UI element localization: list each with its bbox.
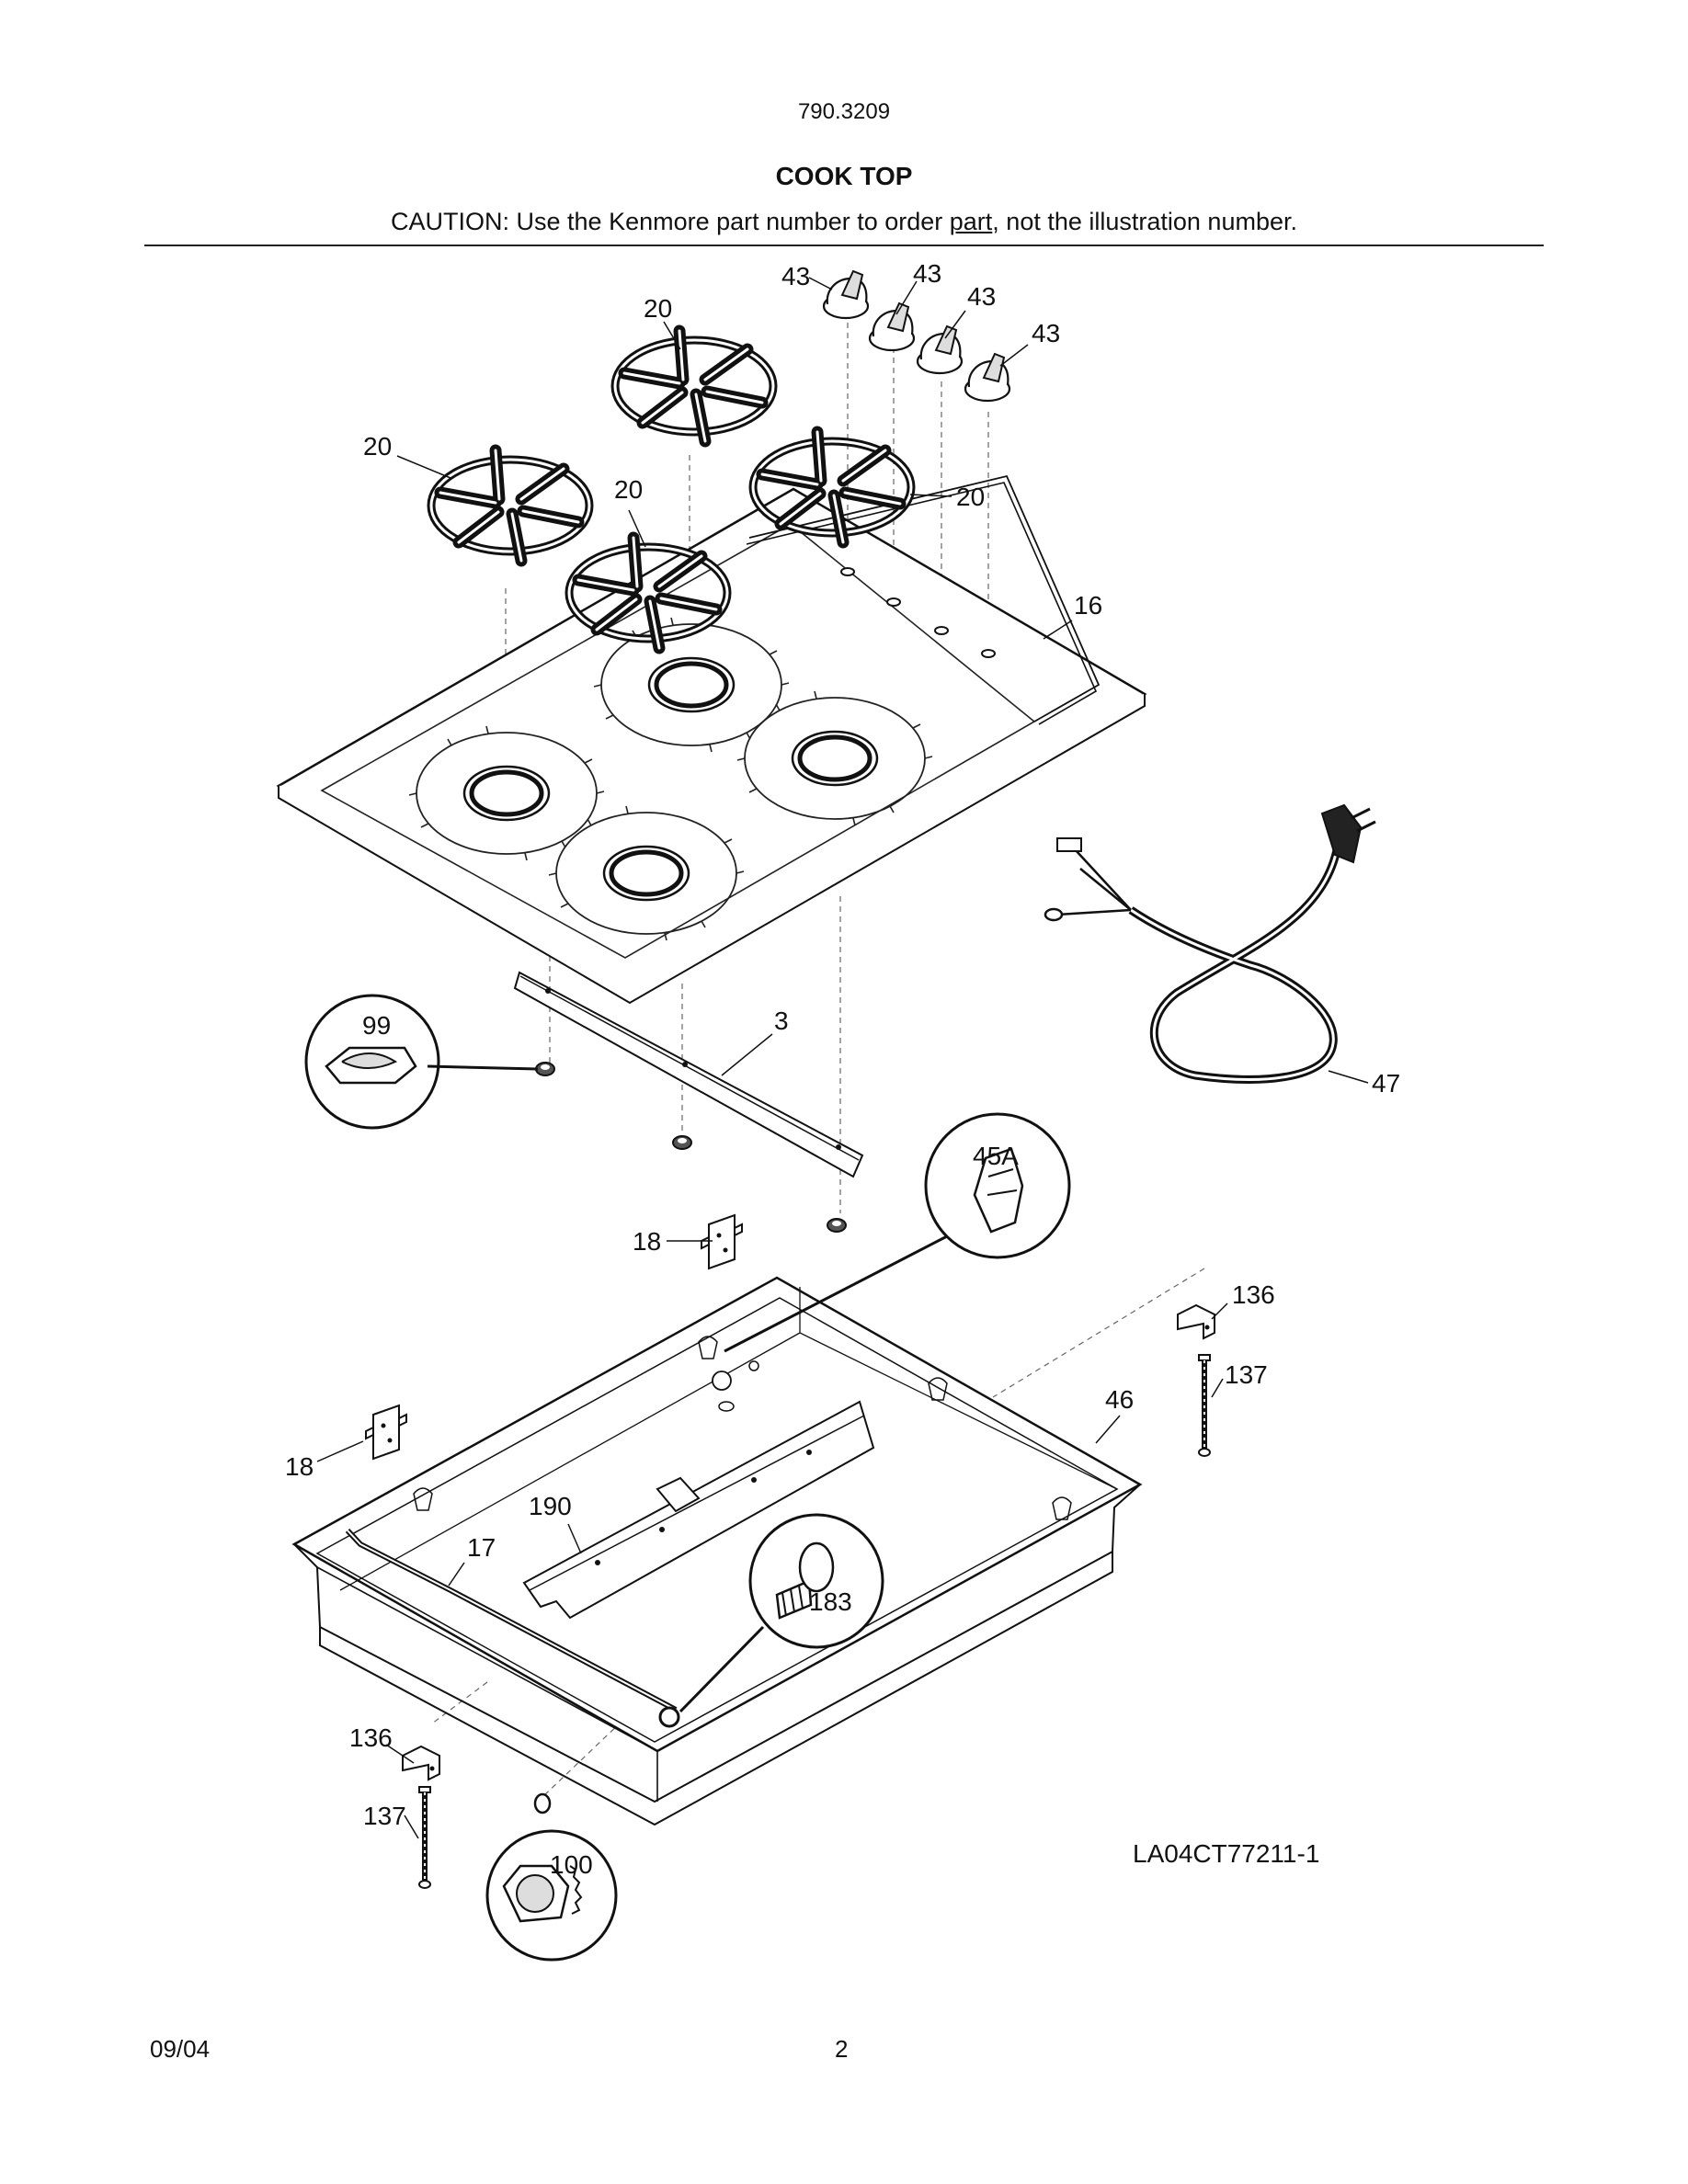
callout-control-panel: 16	[1074, 591, 1102, 620]
grommet-2	[672, 1135, 692, 1150]
bracket-right	[1177, 1304, 1215, 1339]
page-title: COOK TOP	[775, 162, 913, 190]
callout-manifold: 190	[529, 1492, 572, 1520]
drawing-id: LA04CT77211-1	[1133, 1839, 1319, 1868]
grommet-1	[535, 1062, 555, 1076]
callout-clip-99: 99	[362, 1011, 391, 1040]
detail-circle-100	[485, 1829, 618, 1962]
callout-nut-100: 100	[550, 1850, 593, 1879]
knob-4	[964, 352, 1011, 403]
callout-grate-center: 20	[614, 475, 643, 504]
callout-grate-left: 20	[363, 432, 392, 461]
nut-small	[533, 1792, 552, 1814]
callout-wire-17: 17	[467, 1533, 496, 1562]
detail-circle-45a	[724, 1112, 1071, 1353]
callout-knob-b: 43	[913, 259, 941, 288]
knob-2	[868, 301, 916, 352]
screw-right	[1199, 1355, 1210, 1456]
power-cord	[1044, 803, 1376, 1084]
callout-knob-d: 43	[1032, 319, 1060, 347]
bracket-left	[402, 1746, 440, 1780]
detail-circle-183	[679, 1513, 884, 1713]
caution-text-start: CAUTION: Use the Kenmore part number to …	[391, 208, 950, 235]
wire-loop	[658, 1706, 680, 1728]
header-rule	[144, 245, 1544, 246]
grommet-3	[827, 1218, 847, 1233]
callout-knob-a: 43	[781, 262, 810, 290]
grate-back-left	[615, 331, 773, 441]
grate-front-left	[431, 450, 589, 561]
callout-bracket-left: 136	[349, 1723, 393, 1752]
callout-bracket-right: 136	[1232, 1280, 1275, 1309]
callout-valve-183: 183	[809, 1587, 852, 1616]
gas-manifold	[522, 1400, 875, 1620]
callout-hinge-right: 18	[633, 1227, 661, 1256]
callout-rail-3: 3	[774, 1007, 789, 1035]
knob-1	[822, 269, 870, 320]
footer-date: 09/04	[150, 2035, 211, 2063]
cooktop-panel	[276, 474, 1147, 1005]
callout-screw-left: 137	[363, 1802, 406, 1830]
knob-3	[916, 324, 964, 375]
callout-grate-back-left: 20	[644, 294, 672, 323]
leader-lines	[316, 277, 1369, 1839]
caution-underlined-word: part	[949, 208, 993, 235]
caution-note: CAUTION: Use the Kenmore part number to …	[0, 208, 1688, 236]
hinge-right	[701, 1214, 743, 1269]
callout-screw-right: 137	[1225, 1360, 1268, 1389]
support-rail	[513, 971, 864, 1178]
callout-connector-45a: 45A	[973, 1142, 1019, 1170]
callout-knob-c: 43	[967, 282, 996, 311]
callout-grate-right: 20	[956, 483, 985, 511]
screw-left	[419, 1787, 430, 1888]
hinge-left	[365, 1405, 407, 1460]
burner-box	[291, 1276, 1143, 1826]
callout-power-cord: 47	[1372, 1069, 1400, 1098]
page-number: 2	[835, 2035, 849, 2063]
callout-hinge-left: 18	[285, 1452, 314, 1481]
caution-text-end: , not the illustration number.	[992, 208, 1297, 235]
callout-burner-box: 46	[1105, 1385, 1134, 1414]
detail-circle-99	[304, 994, 539, 1130]
model-number: 790.3209	[797, 99, 891, 124]
